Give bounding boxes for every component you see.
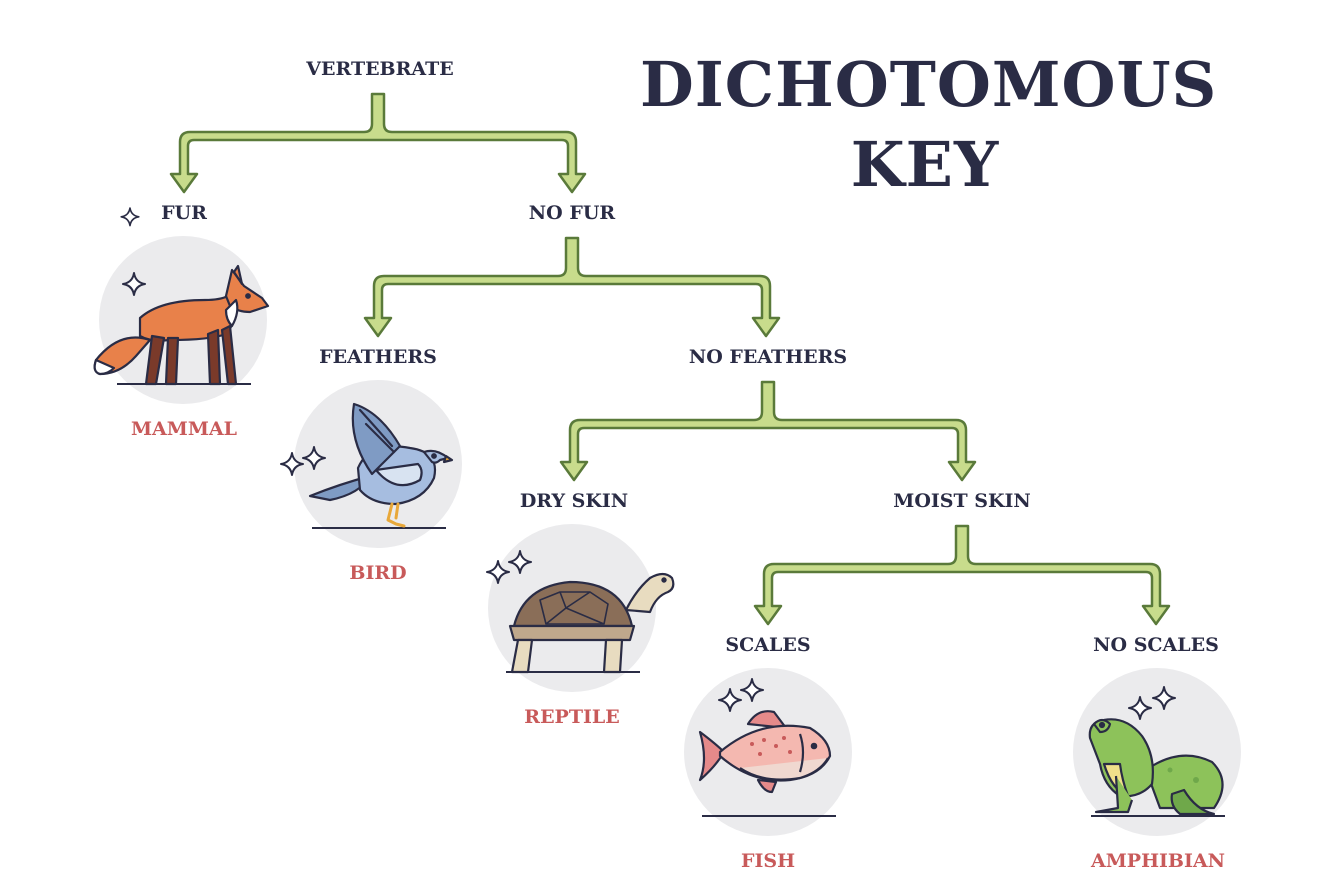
branch-no-fur (363, 236, 781, 338)
result-reptile: REPTILE (524, 706, 620, 728)
sparkle-icon (508, 550, 532, 574)
sparkle-icon (1128, 696, 1152, 720)
sparkle-icon (122, 272, 146, 296)
result-fish: FISH (740, 850, 796, 872)
result-bird: BIRD (349, 562, 407, 584)
node-no-feathers: NO FEATHERS (688, 346, 848, 368)
node-fur: FUR (161, 202, 207, 224)
sparkle-icon (1152, 686, 1176, 710)
result-mammal: MAMMAL (131, 418, 237, 440)
sparkle-icon (740, 678, 764, 702)
branch-no-feathers (559, 380, 977, 482)
sparkle-icon (302, 446, 326, 470)
frog-icon (1088, 718, 1224, 816)
node-no-scales: NO SCALES (1093, 634, 1219, 656)
node-vertebrate: VERTEBRATE (306, 58, 454, 80)
branch-moist-skin (753, 524, 1171, 626)
node-dry-skin: DRY SKIN (519, 490, 629, 512)
sparkle-icon (280, 452, 304, 476)
node-moist-skin: MOIST SKIN (893, 490, 1031, 512)
diagram-title-line2: KEY (850, 128, 1000, 201)
branch-vertebrate (169, 92, 587, 194)
bird-icon (308, 402, 454, 528)
sparkle-icon (120, 207, 140, 227)
sparkle-icon (718, 688, 742, 712)
node-scales: SCALES (725, 634, 811, 656)
node-feathers: FEATHERS (319, 346, 437, 368)
fox-icon (93, 264, 270, 386)
result-amphibian: AMPHIBIAN (1091, 850, 1225, 872)
fish-icon (698, 710, 832, 794)
diagram-title-line1: DICHOTOMOUS (640, 48, 1218, 121)
node-no-fur: NO FUR (528, 202, 616, 224)
sparkle-icon (486, 560, 510, 584)
tortoise-icon (508, 572, 675, 674)
